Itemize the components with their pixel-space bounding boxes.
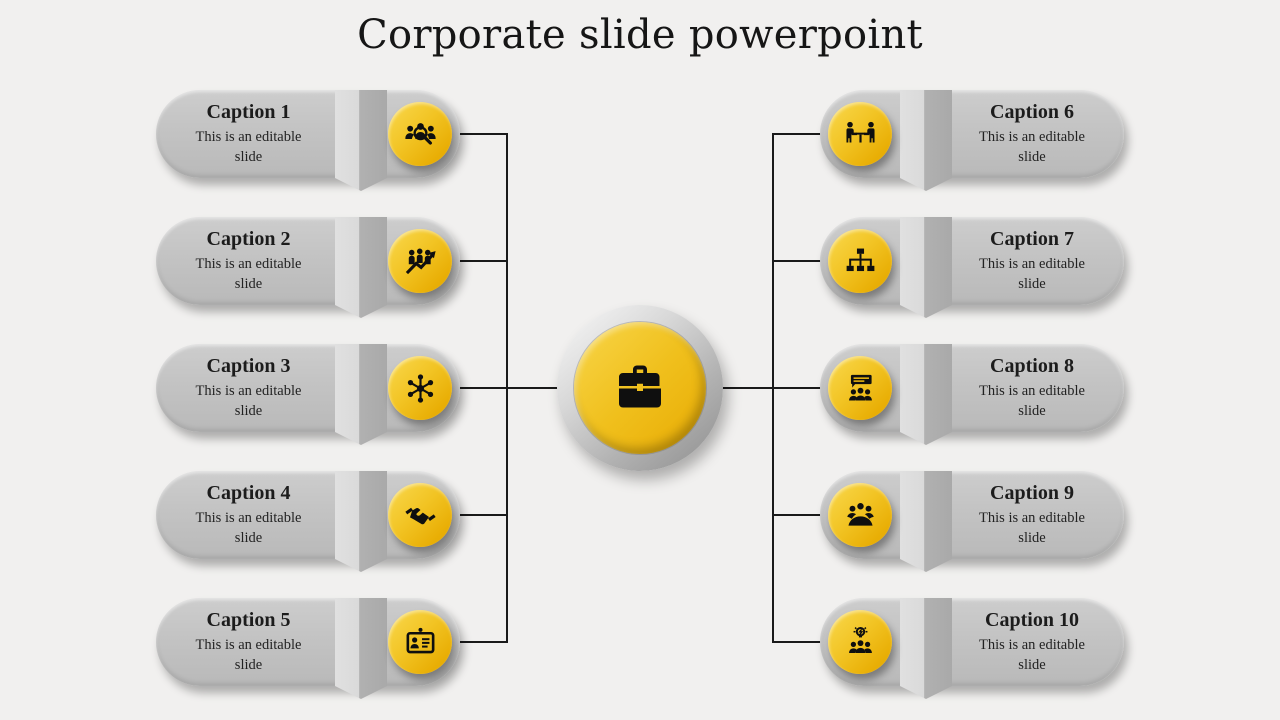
connector-line xyxy=(452,641,508,643)
caption-text: Caption 4 This is an editable slide xyxy=(162,471,335,559)
caption-pill-3[interactable]: Caption 3 This is an editable slide xyxy=(156,344,460,445)
ribbon-fold xyxy=(900,217,952,318)
icon-badge xyxy=(388,356,452,420)
group-discussion-icon xyxy=(848,374,872,401)
icon-badge xyxy=(828,483,892,547)
icon-badge xyxy=(828,229,892,293)
caption-pill-10[interactable]: Caption 10 This is an editable slide xyxy=(820,598,1124,699)
caption-body: This is an editable slide xyxy=(195,509,302,546)
caption-title: Caption 6 xyxy=(990,100,1074,123)
connector-line xyxy=(452,387,562,389)
ribbon-fold xyxy=(900,90,952,191)
caption-title: Caption 5 xyxy=(206,608,291,631)
caption-text: Caption 1 This is an editable slide xyxy=(162,90,335,178)
group-meeting-icon xyxy=(846,502,874,526)
connector-line xyxy=(772,641,828,643)
caption-text: Caption 10 This is an editable slide xyxy=(948,598,1116,686)
caption-pill-9[interactable]: Caption 9 This is an editable slide xyxy=(820,471,1124,572)
caption-title: Caption 4 xyxy=(206,481,291,504)
icon-badge xyxy=(388,610,452,674)
org-chart-icon xyxy=(846,248,874,271)
caption-body: This is an editable slide xyxy=(195,255,302,292)
caption-title: Caption 1 xyxy=(206,100,291,123)
central-hub-ring[interactable] xyxy=(557,305,723,471)
icon-badge xyxy=(388,483,452,547)
caption-body: This is an editable slide xyxy=(195,128,302,165)
caption-body: This is an editable slide xyxy=(979,509,1085,546)
connector-line xyxy=(452,133,508,135)
caption-text: Caption 8 This is an editable slide xyxy=(948,344,1116,432)
caption-pill-1[interactable]: Caption 1 This is an editable slide xyxy=(156,90,460,191)
team-idea-icon xyxy=(848,626,872,653)
handshake-icon xyxy=(404,507,436,524)
caption-body: This is an editable slide xyxy=(195,636,302,673)
icon-badge xyxy=(388,229,452,293)
ribbon-fold xyxy=(335,344,387,445)
caption-text: Caption 2 This is an editable slide xyxy=(162,217,335,305)
ribbon-fold xyxy=(900,344,952,445)
caption-title: Caption 3 xyxy=(206,354,291,377)
central-hub-circle xyxy=(574,322,706,454)
ribbon-fold xyxy=(335,471,387,572)
meeting-table-icon xyxy=(845,121,875,143)
connector-line xyxy=(772,514,828,516)
ribbon-fold xyxy=(900,471,952,572)
ribbon-fold xyxy=(335,598,387,699)
ribbon-fold xyxy=(335,217,387,318)
ribbon-fold xyxy=(900,598,952,699)
caption-pill-7[interactable]: Caption 7 This is an editable slide xyxy=(820,217,1124,318)
connector-line xyxy=(452,260,508,262)
caption-body: This is an editable slide xyxy=(195,382,302,419)
connector-line xyxy=(452,514,508,516)
caption-title: Caption 2 xyxy=(206,227,291,250)
slide-title[interactable]: Corporate slide powerpoint xyxy=(357,12,923,58)
network-icon xyxy=(407,373,433,403)
connector-line xyxy=(772,133,828,135)
caption-body: This is an editable slide xyxy=(979,128,1085,165)
caption-text: Caption 6 This is an editable slide xyxy=(948,90,1116,178)
icon-badge xyxy=(388,102,452,166)
caption-title: Caption 8 xyxy=(990,354,1074,377)
ribbon-fold xyxy=(335,90,387,191)
caption-pill-2[interactable]: Caption 2 This is an editable slide xyxy=(156,217,460,318)
caption-pill-4[interactable]: Caption 4 This is an editable slide xyxy=(156,471,460,572)
caption-title: Caption 9 xyxy=(990,481,1074,504)
caption-title: Caption 10 xyxy=(985,608,1079,631)
id-card-icon xyxy=(406,627,434,653)
caption-title: Caption 7 xyxy=(990,227,1074,250)
icon-badge xyxy=(828,610,892,674)
icon-badge xyxy=(828,102,892,166)
caption-text: Caption 9 This is an editable slide xyxy=(948,471,1116,559)
caption-pill-8[interactable]: Caption 8 This is an editable slide xyxy=(820,344,1124,445)
caption-body: This is an editable slide xyxy=(979,255,1085,292)
caption-text: Caption 7 This is an editable slide xyxy=(948,217,1116,305)
caption-body: This is an editable slide xyxy=(979,382,1085,419)
caption-pill-5[interactable]: Caption 5 This is an editable slide xyxy=(156,598,460,699)
caption-text: Caption 3 This is an editable slide xyxy=(162,344,335,432)
caption-text: Caption 5 This is an editable slide xyxy=(162,598,335,686)
briefcase-icon xyxy=(619,365,661,408)
audience-search-icon xyxy=(404,122,436,145)
connector-line xyxy=(772,260,828,262)
connector-line xyxy=(718,387,828,389)
caption-body: This is an editable slide xyxy=(979,636,1085,673)
team-growth-icon xyxy=(405,248,436,274)
icon-badge xyxy=(828,356,892,420)
caption-pill-6[interactable]: Caption 6 This is an editable slide xyxy=(820,90,1124,191)
